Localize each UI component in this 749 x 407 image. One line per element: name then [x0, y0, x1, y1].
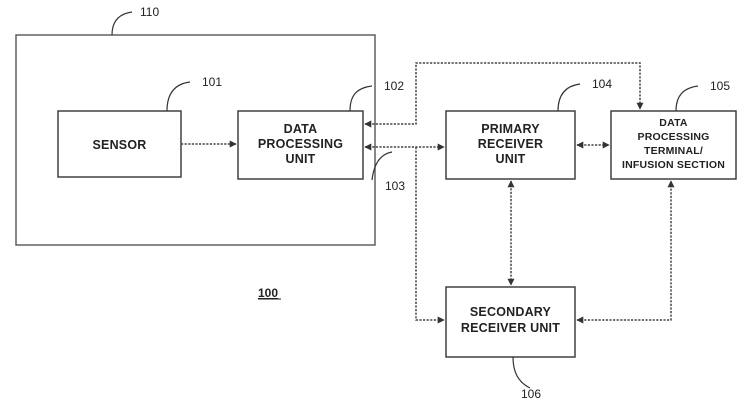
- dpu-label-line-1: DATA: [284, 122, 318, 136]
- ref-label-101: 101: [202, 75, 222, 89]
- secondary-receiver-label-line-1: SECONDARY: [470, 305, 552, 319]
- leader-101: [166, 81, 191, 112]
- ref-label-103: 103: [385, 179, 405, 193]
- figure-label: 100: [258, 286, 278, 300]
- arrow-dpu-secondary-receiver: [415, 147, 445, 324]
- secondary-receiver-label-line-2: RECEIVER UNIT: [461, 321, 560, 335]
- ref-label-102: 102: [384, 79, 404, 93]
- ref-label-106: 106: [521, 387, 541, 401]
- terminal-label-line-4: INFUSION SECTION: [622, 159, 725, 171]
- terminal-label-line-3: TERMINAL/: [644, 145, 703, 157]
- system-enclosure: [15, 34, 376, 246]
- data-processing-unit-block: DATA PROCESSING UNIT: [237, 110, 364, 180]
- arrow-secondary-receiver-terminal: [576, 180, 675, 324]
- leader-103: [371, 151, 393, 181]
- secondary-receiver-unit-block: SECONDARY RECEIVER UNIT: [445, 286, 576, 358]
- leader-106: [512, 356, 531, 389]
- dpu-label-line-3: UNIT: [286, 152, 316, 166]
- sensor-label: SENSOR: [93, 138, 147, 152]
- sensor-block: SENSOR: [57, 110, 182, 178]
- terminal-infusion-block: DATA PROCESSING TERMINAL/ INFUSION SECTI…: [610, 110, 737, 180]
- leader-104: [557, 83, 581, 112]
- primary-receiver-unit-block: PRIMARY RECEIVER UNIT: [445, 110, 576, 180]
- primary-receiver-label-line-3: UNIT: [496, 152, 526, 166]
- ref-label-110: 110: [140, 5, 159, 19]
- ref-label-105: 105: [710, 79, 730, 93]
- primary-receiver-label-line-2: RECEIVER: [478, 137, 544, 151]
- leader-110: [111, 11, 133, 36]
- dpu-label-line-2: PROCESSING: [258, 137, 343, 151]
- arrow-dpu-terminal-top-link: [364, 62, 644, 128]
- leader-102: [349, 85, 373, 112]
- leader-105: [675, 85, 699, 112]
- terminal-label-line-1: DATA: [659, 117, 688, 129]
- primary-receiver-label-line-1: PRIMARY: [481, 122, 540, 136]
- ref-label-104: 104: [592, 77, 612, 91]
- terminal-label-line-2: PROCESSING: [637, 131, 709, 143]
